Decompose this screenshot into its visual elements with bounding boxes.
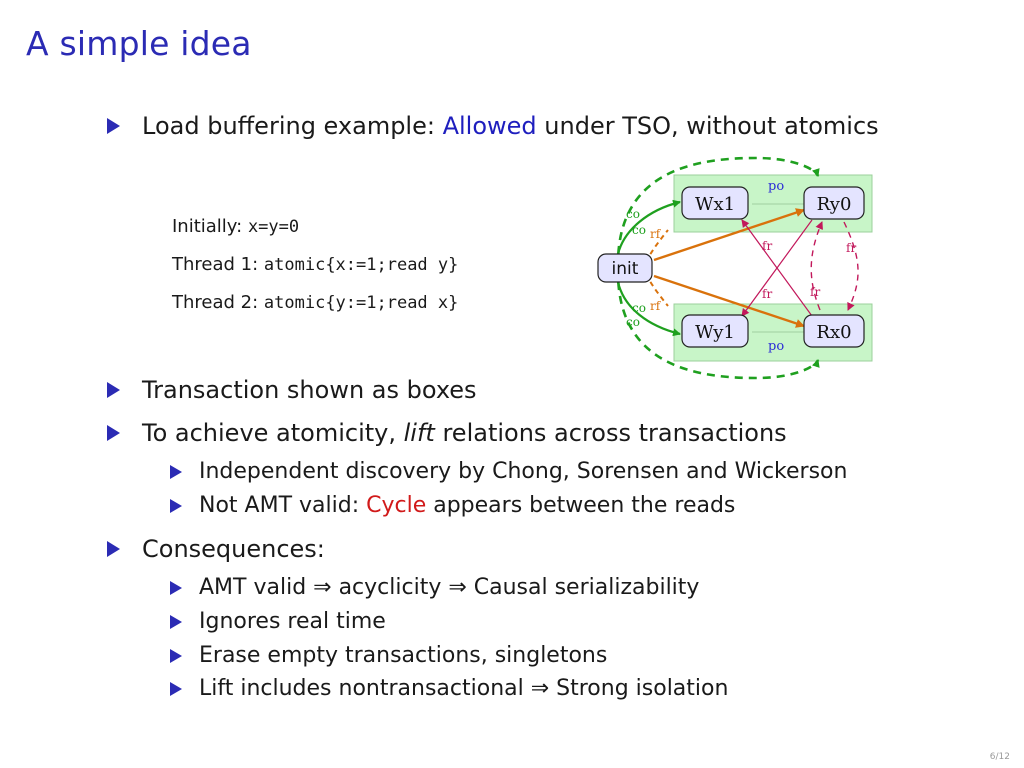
bullet-text: Consequences: bbox=[142, 535, 325, 563]
bullet-load-buffering: Load buffering example: Allowed under TS… bbox=[107, 112, 879, 140]
co-dashed-edge-top bbox=[616, 156, 820, 269]
bullet-triangle-icon bbox=[107, 541, 120, 557]
bullet-atomicity: To achieve atomicity, lift relations acr… bbox=[107, 419, 787, 447]
bullet-triangle-icon bbox=[170, 580, 182, 595]
bullet-triangle-icon bbox=[170, 681, 182, 696]
fr-label-4: fr bbox=[810, 285, 820, 299]
node-rx0 bbox=[803, 314, 865, 348]
slide-title: A simple idea bbox=[26, 24, 252, 63]
bullet-text-prefix: Not AMT valid: bbox=[199, 493, 367, 518]
bullet-text-suffix: appears between the reads bbox=[426, 493, 736, 518]
sub-bullet-consequence: AMT valid ⇒ acyclicity ⇒ Causal serializ… bbox=[170, 575, 699, 600]
fr-edge-rx0-wx1 bbox=[741, 219, 813, 317]
code-text: atomic{y:=1;read x} bbox=[263, 293, 459, 313]
bullet-triangle-icon bbox=[107, 382, 120, 398]
code-text: atomic{x:=1;read y} bbox=[263, 255, 459, 275]
po-label-top: po bbox=[768, 179, 784, 194]
co-label-3: co bbox=[632, 301, 646, 315]
execution-graph: init Wx1 Ry0 Wy1 Rx0 po po fr fr fr fr c… bbox=[597, 156, 873, 380]
node-wx1 bbox=[681, 186, 749, 220]
fr-dashed-edge-rx0-ry0 bbox=[810, 221, 823, 311]
rf-edge-init-ry0 bbox=[653, 208, 805, 262]
bullet-triangle-icon bbox=[170, 498, 182, 513]
bullet-text: Transaction shown as boxes bbox=[142, 376, 477, 404]
bullet-consequences: Consequences: bbox=[107, 535, 325, 563]
code-text: x=y=0 bbox=[247, 217, 300, 237]
bullet-transaction-boxes: Transaction shown as boxes bbox=[107, 376, 477, 404]
rf-edge-init-rx0 bbox=[653, 274, 805, 328]
po-label-bottom: po bbox=[768, 339, 784, 354]
bullet-text: Lift includes nontransactional ⇒ Strong … bbox=[199, 676, 729, 701]
node-init-label: init bbox=[612, 259, 639, 279]
allowed-highlight: Allowed bbox=[442, 112, 537, 140]
bullet-text: Erase empty transactions, singletons bbox=[199, 643, 608, 668]
sub-bullet-consequence: Lift includes nontransactional ⇒ Strong … bbox=[170, 676, 728, 701]
co-edge-init-wy1 bbox=[616, 281, 681, 337]
code-label: Thread 2: bbox=[172, 292, 264, 313]
rf-label-2: rf bbox=[650, 299, 662, 313]
node-wx1-label: Wx1 bbox=[695, 194, 735, 215]
bullet-triangle-icon bbox=[170, 648, 182, 663]
bullet-text-prefix: To achieve atomicity, bbox=[142, 419, 404, 447]
co-dashed-edge-bottom bbox=[616, 267, 820, 380]
lift-emphasis: lift bbox=[403, 419, 435, 447]
bullet-triangle-icon bbox=[170, 464, 182, 479]
co-label-1: co bbox=[626, 207, 640, 221]
fr-label-3: fr bbox=[846, 241, 856, 255]
bullet-triangle-icon bbox=[107, 425, 120, 441]
node-ry0-label: Ry0 bbox=[817, 194, 852, 215]
co-edge-init-wx1 bbox=[616, 199, 681, 255]
fr-dashed-edge-ry0-rx0 bbox=[843, 221, 859, 311]
node-ry0 bbox=[803, 186, 865, 220]
code-label: Thread 1: bbox=[172, 254, 264, 275]
bullet-text-prefix: Load buffering example: bbox=[142, 112, 443, 140]
code-thread2: Thread 2: atomic{y:=1;read x} bbox=[172, 292, 458, 313]
sub-bullet-independent-discovery: Independent discovery by Chong, Sorensen… bbox=[170, 459, 847, 484]
co-label-4: co bbox=[626, 315, 640, 329]
bullet-triangle-icon bbox=[170, 614, 182, 629]
rf-label-1: rf bbox=[650, 227, 662, 241]
code-initially: Initially: x=y=0 bbox=[172, 216, 299, 237]
fr-label-1: fr bbox=[762, 239, 772, 253]
bullet-triangle-icon bbox=[107, 118, 120, 134]
node-wy1 bbox=[681, 314, 749, 348]
node-wy1-label: Wy1 bbox=[695, 322, 735, 343]
sub-bullet-consequence: Ignores real time bbox=[170, 609, 386, 634]
sub-bullet-consequence: Erase empty transactions, singletons bbox=[170, 643, 607, 668]
bullet-text-suffix: under TSO, without atomics bbox=[536, 112, 879, 140]
page-number: 6/12 bbox=[989, 752, 1010, 762]
sub-bullet-not-amt-valid: Not AMT valid: Cycle appears between the… bbox=[170, 493, 735, 518]
code-thread1: Thread 1: atomic{x:=1;read y} bbox=[172, 254, 458, 275]
fr-label-2: fr bbox=[762, 287, 772, 301]
bullet-text-suffix: relations across transactions bbox=[434, 419, 787, 447]
bullet-text: Ignores real time bbox=[199, 609, 386, 634]
bullet-text: AMT valid ⇒ acyclicity ⇒ Causal serializ… bbox=[199, 575, 700, 600]
cycle-highlight: Cycle bbox=[366, 493, 427, 518]
node-init bbox=[597, 253, 653, 283]
bullet-text: Independent discovery by Chong, Sorensen… bbox=[199, 459, 848, 484]
node-rx0-label: Rx0 bbox=[816, 322, 851, 343]
code-label: Initially: bbox=[172, 216, 248, 237]
co-label-2: co bbox=[632, 223, 646, 237]
